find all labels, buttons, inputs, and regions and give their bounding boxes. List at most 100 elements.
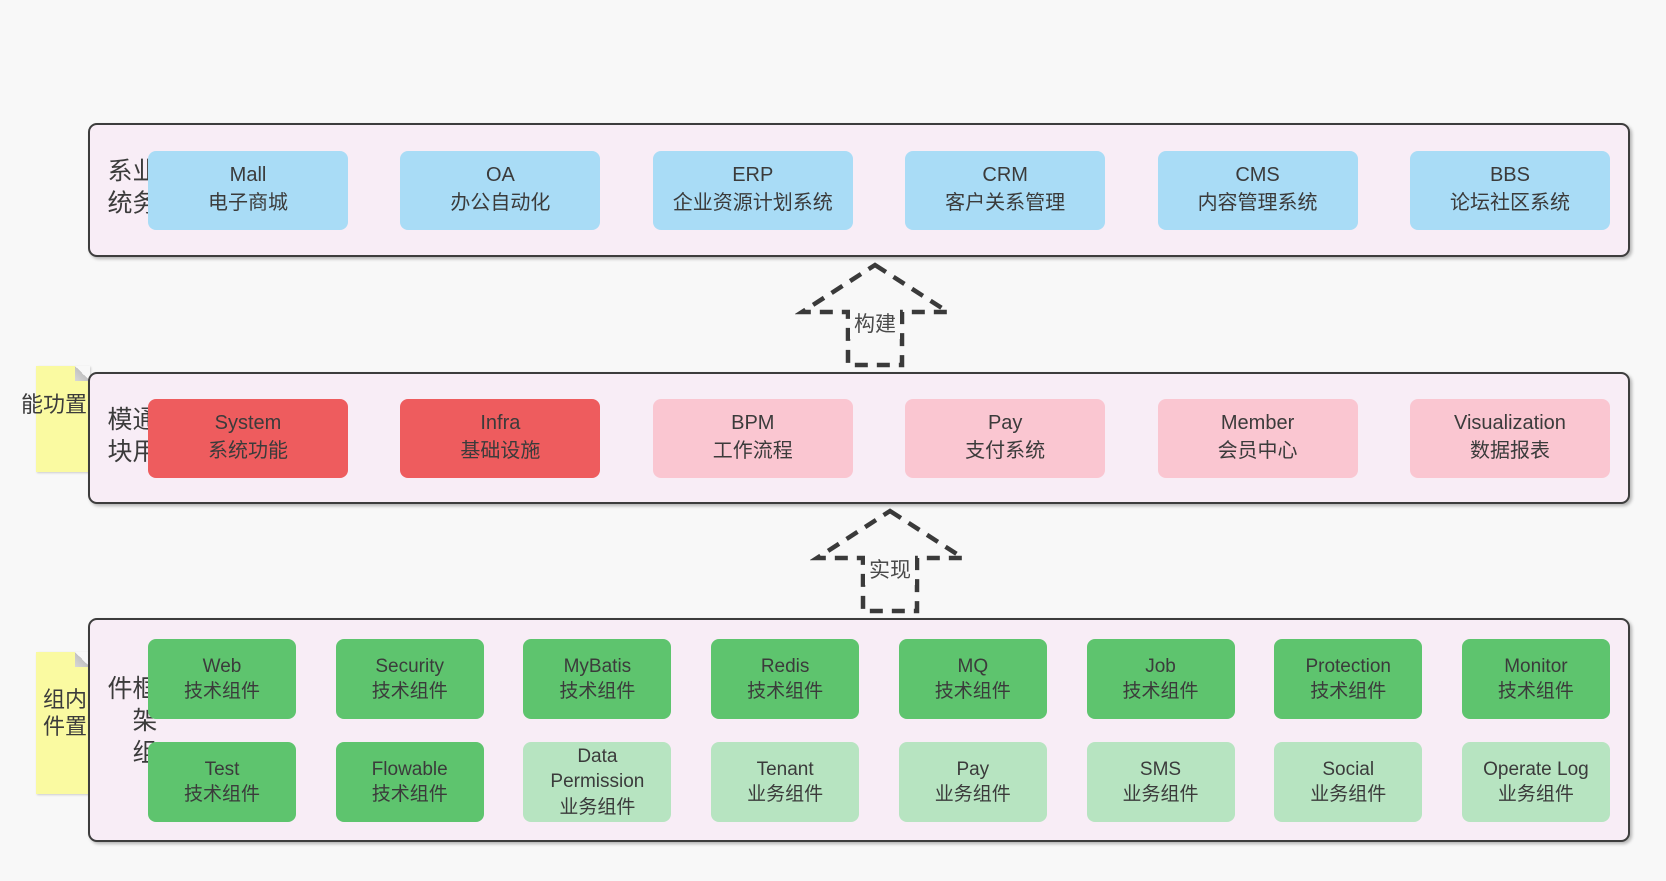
band-business-systems: 业务系统 Mall 电子商城 OA 办公自动化 ERP 企业资源计划系统 CRM… [88,123,1630,257]
box-operate-log: Operate Log 业务组件 [1461,742,1610,822]
box-mall: Mall 电子商城 [148,150,348,230]
box-desc: 数据报表 [1469,440,1550,462]
box-name: Test [204,758,240,780]
box-cms: CMS 内容管理系统 [1157,150,1358,230]
box-desc: 技术组件 [934,681,1011,702]
box-test: Test 技术组件 [148,742,296,822]
box-social: Social 业务组件 [1274,742,1423,822]
box-flowable: Flowable 技术组件 [335,742,484,822]
box-data-permission: Data Permission 业务组件 [523,742,672,822]
box-desc: 企业资源计划系统 [672,192,833,214]
box-visualization: Visualization 数据报表 [1409,398,1610,478]
box-name: Security [375,655,445,677]
box-name: Flowable [371,758,448,780]
box-desc: 电子商城 [208,192,288,214]
box-mybatis: MyBatis 技术组件 [523,639,672,719]
box-desc: 会员中心 [1217,440,1298,462]
box-name: Pay [956,758,990,780]
box-name: Data Permission [550,746,645,793]
box-desc: 技术组件 [1310,681,1387,702]
box-name: CRM [982,164,1028,187]
box-name: Web [202,655,242,677]
band-common-modules: 通用模块 System 系统功能 Infra 基础设施 BPM 工作流程 Pay… [88,372,1630,504]
box-desc: 支付系统 [965,440,1046,462]
box-desc: 业务组件 [1310,784,1387,805]
box-desc: 内容管理系统 [1197,192,1318,214]
box-crm: CRM 客户关系管理 [905,150,1106,230]
box-desc: 客户关系管理 [945,192,1066,214]
box-name: ERP [732,164,774,187]
box-desc: 技术组件 [1497,681,1574,702]
framework-boxes: Web 技术组件 Security 技术组件 MyBatis 技术组件 Redi… [148,620,1610,840]
box-security: Security 技术组件 [335,639,484,719]
box-job: Job 技术组件 [1086,639,1235,719]
box-name: Tenant [756,758,814,780]
box-name: MQ [957,655,989,677]
box-desc: 技术组件 [1122,681,1199,702]
box-desc: 业务组件 [559,796,636,818]
box-desc: 论坛社区系统 [1449,192,1570,214]
sticky-built-in-features-label: 内置功能 [18,392,109,420]
box-desc: 技术组件 [559,681,636,702]
box-pay: Pay 支付系统 [905,398,1106,478]
box-name: Visualization [1453,412,1566,435]
box-tenant: Tenant 业务组件 [711,742,860,822]
box-pay-component: Pay 业务组件 [898,742,1047,822]
box-monitor: Monitor 技术组件 [1461,639,1610,719]
up-block-arrow-icon [795,262,955,368]
box-name: Social [1322,758,1375,780]
box-desc: 技术组件 [183,784,260,805]
box-oa: OA 办公自动化 [400,150,601,230]
box-bbs: BBS 论坛社区系统 [1409,150,1610,230]
box-name: BBS [1489,164,1530,187]
box-name: Member [1220,412,1295,435]
box-redis: Redis 技术组件 [711,639,860,719]
box-member: Member 会员中心 [1157,398,1358,478]
box-desc: 工作流程 [712,440,793,462]
box-desc: 基础设施 [460,440,541,462]
framework-row-2: Test 技术组件 Flowable 技术组件 Data Permission … [148,742,1610,822]
arrow-build-label: 构建 [850,307,900,339]
box-name: Operate Log [1483,758,1589,780]
box-name: BPM [731,412,775,435]
box-name: MyBatis [563,655,632,677]
sticky-built-in-components: 内置组件 [36,652,90,794]
sticky-built-in-components-label: 内置组件 [40,687,87,742]
box-desc: 办公自动化 [450,192,551,214]
box-name: Monitor [1504,655,1568,677]
box-name: Mall [229,164,267,187]
band-framework-components: 框架组件 Web 技术组件 Security 技术组件 MyBatis 技术组件… [88,618,1630,842]
common-boxes-row: System 系统功能 Infra 基础设施 BPM 工作流程 Pay 支付系统… [148,374,1610,502]
box-name: Pay [987,412,1023,435]
business-boxes-row: Mall 电子商城 OA 办公自动化 ERP 企业资源计划系统 CRM 客户关系… [148,125,1610,255]
box-name: Protection [1305,655,1391,677]
box-name: SMS [1139,758,1182,780]
box-bpm: BPM 工作流程 [652,398,853,478]
up-block-arrow-icon [810,508,970,614]
box-desc: 技术组件 [747,681,824,702]
box-infra: Infra 基础设施 [400,398,601,478]
arrow-build: 构建 [795,261,955,369]
box-web: Web 技术组件 [148,639,296,719]
box-desc: 业务组件 [1122,784,1199,805]
box-desc: 技术组件 [183,681,260,702]
box-name: Infra [480,412,521,435]
box-name: System [214,412,282,435]
box-protection: Protection 技术组件 [1274,639,1423,719]
box-mq: MQ 技术组件 [898,639,1047,719]
box-erp: ERP 企业资源计划系统 [652,150,853,230]
box-name: Job [1145,655,1176,677]
box-sms: SMS 业务组件 [1086,742,1235,822]
box-desc: 技术组件 [371,784,448,805]
box-desc: 业务组件 [1497,784,1574,805]
arrow-implement: 实现 [810,507,970,615]
arrow-implement-label: 实现 [865,553,915,585]
box-system: System 系统功能 [148,398,348,478]
framework-row-1: Web 技术组件 Security 技术组件 MyBatis 技术组件 Redi… [148,639,1610,719]
box-desc: 系统功能 [208,440,288,462]
box-desc: 业务组件 [934,784,1011,805]
box-name: CMS [1235,164,1280,187]
box-name: OA [485,164,515,187]
box-desc: 业务组件 [747,784,824,805]
